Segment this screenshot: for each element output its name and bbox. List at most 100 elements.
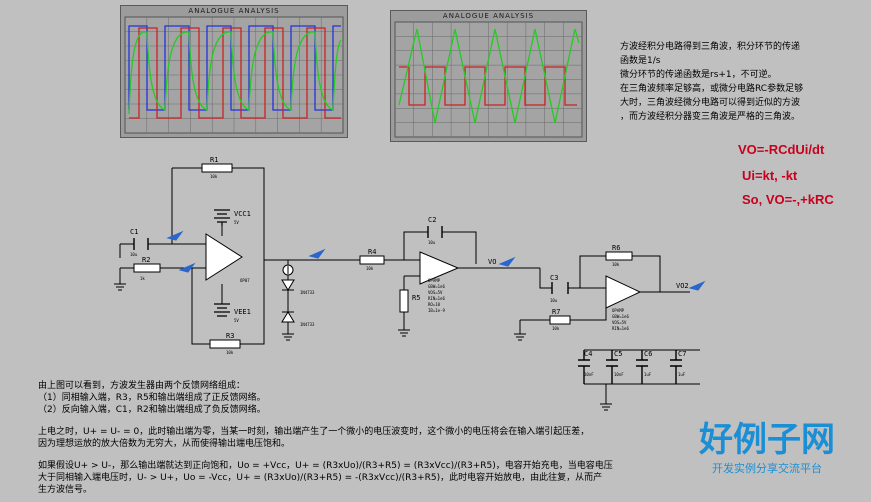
label-vee1: VEE1 bbox=[234, 308, 251, 316]
formula-2: Ui=kt, -kt bbox=[742, 168, 798, 183]
label-u3-param: GBW=1e6 bbox=[612, 314, 629, 319]
probe-arrow-2 bbox=[178, 262, 196, 273]
note-line: 微分环节的传递函数是rs+1，不可逆。 bbox=[620, 70, 777, 80]
scope-title: ANALOGUE ANALYSIS bbox=[188, 7, 280, 15]
scope-screen-2 bbox=[394, 21, 583, 138]
note-line: 方波经积分电路得到三角波，积分环节的传递 bbox=[620, 42, 801, 52]
label-r1-value: 10k bbox=[210, 174, 218, 179]
resistor-r7 bbox=[549, 315, 571, 325]
label-c2-value: 10u bbox=[428, 240, 436, 245]
note-line: ，而方波经积分器变三角波是严格的三角波。 bbox=[620, 112, 801, 122]
label-r3-value: 10k bbox=[226, 350, 234, 355]
wire bbox=[570, 300, 607, 321]
capacitor-c3 bbox=[551, 282, 569, 294]
label-c7: C7 bbox=[678, 350, 686, 358]
label-c4-value: 10nF bbox=[584, 372, 594, 377]
label-c6-value: 1uF bbox=[644, 372, 652, 377]
resistor-r2 bbox=[133, 263, 161, 273]
capacitor-c4 bbox=[578, 350, 590, 384]
label-d2: 1N4733 bbox=[300, 322, 315, 327]
trace-red bbox=[129, 27, 341, 119]
text-line: 如果假设U+ > U-，那么输出端就达到正向饱和，Uo = +Vcc，U+ = … bbox=[38, 461, 613, 471]
label-r7-value: 10k bbox=[552, 326, 560, 331]
trace-green bbox=[398, 28, 580, 124]
text-line: （1）同相输入端，R3，R5和输出端组成了正反馈网络。 bbox=[38, 393, 266, 403]
label-u3-param: RIN=1e6 bbox=[612, 326, 629, 331]
label-r2-value: 1k bbox=[140, 276, 145, 281]
voltmeter-probe bbox=[282, 264, 294, 276]
wire bbox=[632, 255, 661, 292]
capacitor-c7 bbox=[670, 350, 682, 384]
label-r7: R7 bbox=[552, 308, 560, 316]
site-watermark-logo: 好例子网 开发实例分享交流平台 bbox=[699, 422, 835, 476]
label-r2: R2 bbox=[142, 256, 150, 264]
label-c6: C6 bbox=[644, 350, 652, 358]
label-u2: OPAMP bbox=[428, 278, 441, 283]
description-notes: 方波经积分电路得到三角波，积分环节的传递 函数是1/s 微分环节的传递函数是rs… bbox=[620, 40, 803, 124]
label-vo: VO bbox=[488, 258, 496, 266]
battery-vcc1 bbox=[214, 209, 230, 226]
label-r4-value: 10k bbox=[366, 266, 374, 271]
label-c3: C3 bbox=[550, 274, 558, 282]
explanation-text: 由上图可以看到，方波发生器由两个反馈网络组成： （1）同相输入端，R3，R5和输… bbox=[38, 380, 613, 496]
label-vcc1: VCC1 bbox=[234, 210, 251, 218]
ground-symbol bbox=[514, 333, 526, 341]
label-vo2: VO2 bbox=[676, 282, 689, 290]
wire bbox=[240, 260, 265, 345]
text-line: 生方波信号。 bbox=[38, 485, 93, 495]
label-r4: R4 bbox=[368, 248, 376, 256]
wire bbox=[539, 268, 552, 289]
wire bbox=[403, 231, 428, 260]
resistor-r6 bbox=[605, 251, 633, 261]
label-r6-value: 10k bbox=[612, 262, 620, 267]
resistor-r4 bbox=[359, 255, 385, 265]
note-line: 函数是1/s bbox=[620, 56, 661, 66]
ground-symbol bbox=[600, 403, 612, 411]
label-c1-value: 10u bbox=[130, 252, 138, 257]
label-r1: R1 bbox=[210, 156, 218, 164]
label-c7-value: 1uF bbox=[678, 372, 686, 377]
label-c1: C1 bbox=[130, 228, 138, 236]
note-line: 大时，三角波经微分电路可以得到近似的方波 bbox=[620, 98, 801, 108]
text-line bbox=[38, 450, 613, 460]
wire bbox=[442, 231, 477, 264]
label-u2-param: VOS=5V bbox=[428, 290, 443, 295]
label-vcc1-value: 5V bbox=[234, 220, 239, 225]
battery-vee1 bbox=[214, 303, 230, 317]
watermark-subtitle: 开发实例分享交流平台 bbox=[712, 462, 822, 475]
label-u2-param: GBW=1e6 bbox=[428, 284, 445, 289]
capacitor-c2 bbox=[427, 226, 443, 238]
capacitor-c1 bbox=[133, 238, 149, 250]
trace-green bbox=[128, 31, 342, 115]
text-line bbox=[38, 416, 613, 426]
text-line: 上电之时，U+ = U- = 0，此时输出端为零，当某一时刻，输出端产生了一个微… bbox=[38, 427, 590, 437]
capacitor-c5 bbox=[606, 350, 618, 384]
opamp-u3 bbox=[605, 275, 642, 309]
wire bbox=[191, 268, 210, 345]
wire bbox=[171, 168, 206, 245]
note-line: 在三角波频率足够高，或微分电路RC参数足够 bbox=[620, 84, 804, 94]
diode-d1 bbox=[281, 279, 295, 298]
label-u3: OPAMP bbox=[612, 308, 625, 313]
resistor-r1 bbox=[201, 163, 233, 173]
text-line: （2）反向输入端，C1，R2和输出端组成了负反馈网络。 bbox=[38, 405, 266, 415]
probe-arrow-3 bbox=[308, 248, 326, 259]
label-d1: 1N4733 bbox=[300, 290, 315, 295]
label-c5-value: 10nF bbox=[614, 372, 624, 377]
label-u2-param: IB=1e-9 bbox=[428, 308, 445, 313]
text-line: 因为理想运放的放大倍数为无穷大，从而使得输出端电压饱和。 bbox=[38, 439, 291, 449]
label-c5: C5 bbox=[614, 350, 622, 358]
scope-screen-1 bbox=[124, 16, 344, 134]
watermark-title: 好例子网 bbox=[699, 420, 835, 460]
opamp-u2 bbox=[419, 251, 460, 285]
scope-window-1: ANALOGUE ANALYSIS bbox=[120, 5, 348, 138]
scope-title: ANALOGUE ANALYSIS bbox=[442, 12, 535, 20]
probe-arrow-4 bbox=[498, 256, 516, 267]
wire bbox=[232, 167, 265, 260]
label-r3: R3 bbox=[226, 332, 234, 340]
scope-grid bbox=[395, 22, 582, 137]
ground-symbol bbox=[282, 333, 294, 341]
probe-arrow-1 bbox=[166, 230, 184, 241]
trace-blue bbox=[128, 25, 341, 111]
